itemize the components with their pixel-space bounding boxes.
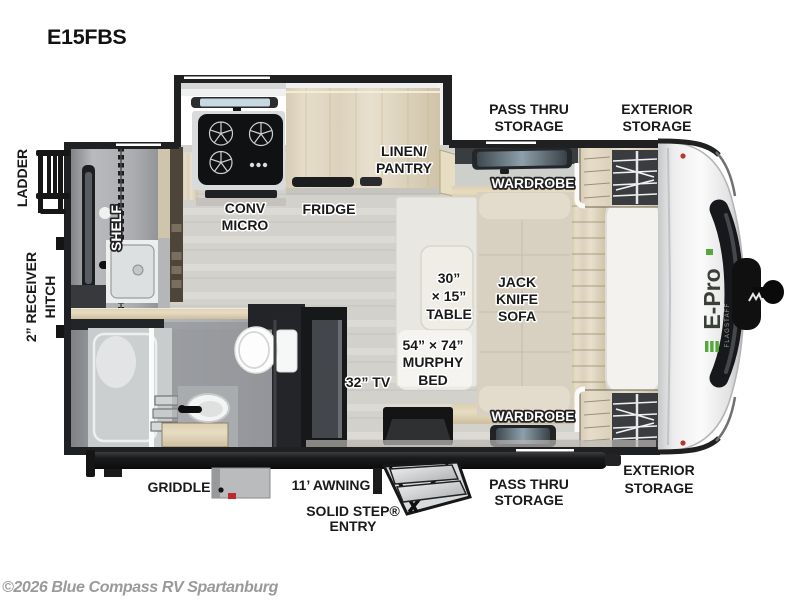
svg-text:FRIDGE: FRIDGE — [303, 201, 356, 217]
svg-text:WARDROBE: WARDROBE — [491, 175, 574, 191]
svg-text:WARDROBE: WARDROBE — [491, 408, 574, 424]
svg-text:SHELF: SHELF — [108, 205, 124, 251]
svg-text:LADDER: LADDER — [14, 149, 30, 207]
svg-text:PASS THRU: PASS THRU — [489, 101, 569, 117]
svg-text:2” RECEIVER: 2” RECEIVER — [23, 252, 39, 342]
svg-text:CONV: CONV — [225, 200, 266, 216]
svg-text:MICRO: MICRO — [222, 217, 269, 233]
svg-text:PANTRY: PANTRY — [376, 160, 433, 176]
svg-text:E-Pro: E-Pro — [699, 268, 725, 329]
svg-text:32” TV: 32” TV — [346, 374, 391, 390]
svg-text:STORAGE: STORAGE — [495, 118, 564, 134]
svg-text:30”: 30” — [438, 270, 461, 286]
svg-text:©2026 Blue Compass RV Spartanb: ©2026 Blue Compass RV Spartanburg — [2, 579, 279, 596]
svg-text:JACK: JACK — [498, 274, 536, 290]
svg-text:STORAGE: STORAGE — [495, 492, 564, 508]
svg-text:SOFA: SOFA — [498, 308, 536, 324]
svg-text:BED: BED — [418, 372, 448, 388]
svg-text:KNIFE: KNIFE — [496, 291, 538, 307]
svg-text:STORAGE: STORAGE — [625, 480, 694, 496]
svg-text:MURPHY: MURPHY — [403, 354, 464, 370]
svg-text:× 15”: × 15” — [432, 288, 467, 304]
svg-text:11’ AWNING: 11’ AWNING — [292, 477, 371, 493]
svg-text:54” × 74”: 54” × 74” — [402, 337, 463, 353]
svg-text:EXTERIOR: EXTERIOR — [623, 462, 695, 478]
svg-text:EXTERIOR: EXTERIOR — [621, 101, 693, 117]
svg-text:SOLID STEP®: SOLID STEP® — [306, 503, 400, 519]
svg-text:E15FBS: E15FBS — [47, 25, 126, 49]
svg-text:LINEN/: LINEN/ — [381, 143, 427, 159]
svg-text:ENTRY: ENTRY — [330, 518, 378, 534]
svg-text:TABLE: TABLE — [426, 306, 472, 322]
svg-text:PASS THRU: PASS THRU — [489, 476, 569, 492]
svg-text:STORAGE: STORAGE — [623, 118, 692, 134]
svg-text:GRIDDLE: GRIDDLE — [148, 479, 211, 495]
svg-text:HITCH: HITCH — [42, 276, 58, 319]
svg-text:FLAGSTAFF: FLAGSTAFF — [725, 302, 731, 347]
